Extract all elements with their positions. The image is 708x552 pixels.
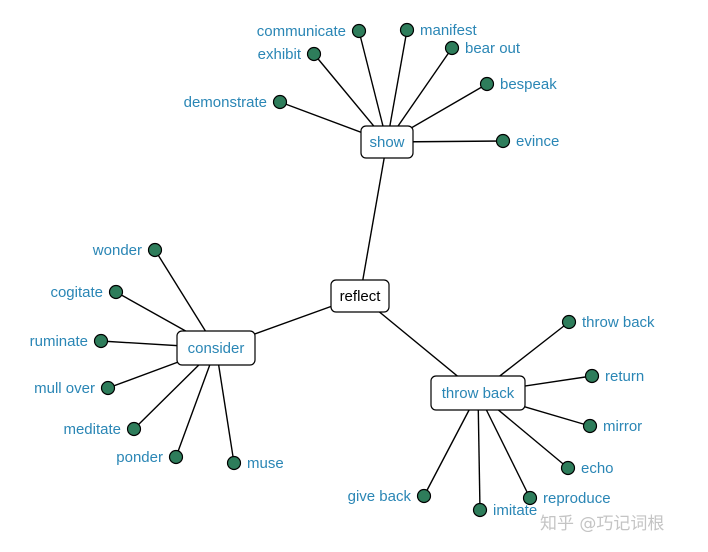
leaf-dot	[226, 455, 242, 471]
leaf-node-bear-out: bear out	[444, 40, 521, 57]
hub-box	[360, 125, 414, 159]
edge-reflect-to-show	[359, 141, 388, 297]
hub-label: show	[369, 134, 404, 151]
leaf-label: throw back	[582, 314, 655, 331]
leaf-label: cogitate	[50, 284, 103, 301]
leaf-label: meditate	[63, 421, 121, 438]
leaf-dot	[561, 314, 577, 330]
leaf-node-exhibit: exhibit	[258, 46, 322, 63]
leaf-dot	[416, 488, 432, 504]
leaf-label: reproduce	[543, 490, 611, 507]
leaf-node-give-back: give back	[348, 488, 432, 505]
root-box	[330, 279, 390, 313]
leaf-node-mull-over: mull over	[34, 380, 116, 397]
leaf-node-muse: muse	[226, 455, 284, 472]
leaves-layer: communicate manifest exhibit bear out bespea…	[30, 22, 655, 519]
hub-node-throw-back: throw back	[430, 375, 526, 411]
leaf-node-manifest: manifest	[399, 22, 478, 39]
leaf-label: bear out	[465, 40, 521, 57]
leaf-dot	[444, 40, 460, 56]
leaf-label: ponder	[116, 449, 163, 466]
hub-node-consider: consider	[176, 330, 256, 366]
leaf-label: ruminate	[30, 333, 88, 350]
leaf-dot	[147, 242, 163, 258]
watermark: 知乎 @巧记词根	[540, 514, 664, 534]
leaf-dot	[108, 284, 124, 300]
hub-node-show: show	[360, 125, 414, 159]
leaf-node-wonder: wonder	[92, 242, 163, 259]
leaf-node-throw-back: throw back	[561, 314, 655, 331]
leaf-node-ruminate: ruminate	[30, 333, 109, 350]
leaf-dot	[272, 94, 288, 110]
leaf-node-ponder: ponder	[116, 449, 184, 466]
leaf-node-mirror: mirror	[582, 418, 642, 435]
edge-consider-to-ponder	[175, 347, 217, 458]
leaf-dot	[495, 133, 511, 149]
hub-box	[176, 330, 256, 366]
leaf-label: demonstrate	[184, 94, 267, 111]
leaf-dot	[306, 46, 322, 62]
edge-throw-back-to-imitate	[477, 392, 481, 511]
leaf-node-bespeak: bespeak	[479, 76, 557, 93]
leaf-dot	[399, 22, 415, 38]
leaf-label: exhibit	[258, 46, 302, 63]
leaf-label: communicate	[257, 23, 346, 40]
leaf-label: muse	[247, 455, 284, 472]
leaf-label: manifest	[420, 22, 478, 39]
leaf-node-cogitate: cogitate	[50, 284, 124, 301]
leaf-label: wonder	[92, 242, 142, 259]
leaf-dot	[522, 490, 538, 506]
leaf-label: mirror	[603, 418, 642, 435]
leaf-dot	[351, 23, 367, 39]
leaf-label: echo	[581, 460, 614, 477]
leaf-label: bespeak	[500, 76, 557, 93]
root-node-reflect: reflect	[330, 279, 390, 313]
leaf-dot	[168, 449, 184, 465]
leaf-label: give back	[348, 488, 412, 505]
leaf-dot	[479, 76, 495, 92]
leaf-dot	[582, 418, 598, 434]
leaf-dot	[472, 502, 488, 518]
leaf-label: return	[605, 368, 644, 385]
leaf-label: imitate	[493, 502, 537, 519]
root-layer: reflect	[330, 279, 390, 313]
leaf-node-communicate: communicate	[257, 23, 367, 40]
edge-show-to-manifest	[386, 29, 408, 143]
leaf-label: mull over	[34, 380, 95, 397]
leaf-dot	[100, 380, 116, 396]
leaf-node-echo: echo	[560, 460, 614, 477]
leaf-node-demonstrate: demonstrate	[184, 94, 288, 111]
leaf-node-meditate: meditate	[63, 421, 142, 438]
edge-show-to-communicate	[358, 30, 388, 143]
leaf-dot	[93, 333, 109, 349]
edges-layer	[100, 29, 593, 511]
leaf-node-reproduce: reproduce	[522, 490, 611, 507]
leaf-dot	[584, 368, 600, 384]
hub-label: throw back	[442, 385, 515, 402]
leaf-dot	[126, 421, 142, 437]
root-label: reflect	[340, 288, 382, 305]
leaf-label: evince	[516, 133, 559, 150]
leaf-dot	[560, 460, 576, 476]
hub-label: consider	[188, 340, 245, 357]
hubs-layer: show consider throw back	[176, 125, 526, 411]
leaf-node-evince: evince	[495, 133, 559, 150]
leaf-node-imitate: imitate	[472, 502, 537, 519]
leaf-node-return: return	[584, 368, 644, 385]
edge-consider-to-muse	[215, 347, 235, 464]
hub-box	[430, 375, 526, 411]
